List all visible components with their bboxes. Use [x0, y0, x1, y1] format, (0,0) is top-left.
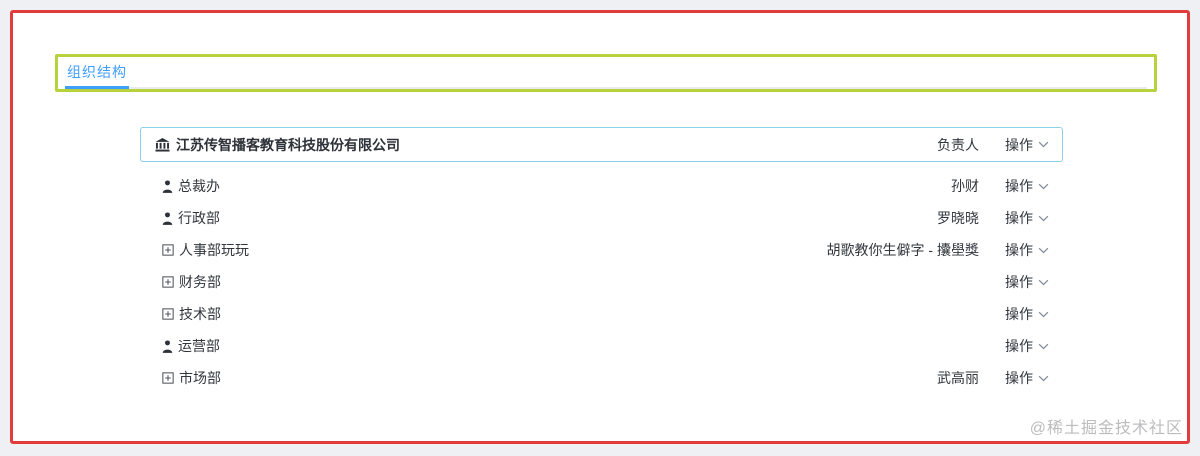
department-row: 市场部 武高丽 操作: [140, 362, 1063, 394]
bank-icon: [155, 137, 170, 152]
department-row: 总裁办 孙财 操作: [140, 170, 1063, 202]
company-row: 江苏传智播客教育科技股份有限公司 负责人 操作: [140, 127, 1063, 162]
department-name: 财务部: [179, 274, 221, 290]
tab-org-structure[interactable]: 组织结构: [65, 59, 129, 89]
company-node[interactable]: 江苏传智播客教育科技股份有限公司: [155, 135, 759, 155]
actions-dropdown[interactable]: 操作: [1005, 336, 1051, 356]
department-row: 运营部 操作: [140, 330, 1063, 362]
department-row: 人事部玩玩 胡歌教你生僻字 - 攮壆獎 操作: [140, 234, 1063, 266]
manager-name: 胡歌教你生僻字 - 攮壆獎: [826, 242, 979, 258]
chevron-down-icon: [1038, 215, 1049, 222]
plus-square-icon: [162, 276, 174, 288]
manager-column-header: 负责人: [937, 136, 979, 153]
plus-square-icon: [162, 372, 174, 384]
department-name: 市场部: [179, 370, 221, 386]
manager-name: 武高丽: [937, 370, 979, 386]
tab-bar: 组织结构: [65, 59, 1147, 89]
actions-label: 操作: [1005, 338, 1033, 354]
actions-dropdown[interactable]: 操作: [1005, 208, 1051, 228]
chevron-down-icon: [1038, 375, 1049, 382]
annotation-red-frame: 组织结构 江苏传智播客教育科技股份有限公司 负责人 操作 总裁办 孙财 操作: [10, 10, 1190, 444]
manager-name: 罗晓晓: [937, 210, 979, 226]
department-name: 人事部玩玩: [179, 242, 249, 258]
actions-dropdown[interactable]: 操作: [1005, 240, 1051, 260]
department-name: 技术部: [179, 306, 221, 322]
actions-dropdown[interactable]: 操作: [1005, 272, 1051, 292]
user-icon: [162, 339, 173, 353]
company-name: 江苏传智播客教育科技股份有限公司: [176, 136, 400, 153]
department-row: 行政部 罗晓晓 操作: [140, 202, 1063, 234]
actions-label: 操作: [1005, 274, 1033, 290]
manager-name: 孙财: [951, 178, 979, 194]
department-node[interactable]: 总裁办: [162, 176, 759, 196]
company-actions-dropdown[interactable]: 操作: [1005, 135, 1051, 155]
department-name: 行政部: [178, 210, 220, 226]
actions-label: 操作: [1005, 178, 1033, 194]
actions-label: 操作: [1005, 210, 1033, 226]
department-row: 技术部 操作: [140, 298, 1063, 330]
org-tree: 江苏传智播客教育科技股份有限公司 负责人 操作 总裁办 孙财 操作 行政部 罗晓…: [140, 127, 1063, 394]
actions-dropdown[interactable]: 操作: [1005, 368, 1051, 388]
plus-square-icon: [162, 244, 174, 256]
department-row: 财务部 操作: [140, 266, 1063, 298]
department-node[interactable]: 财务部: [162, 272, 759, 292]
user-icon: [162, 211, 173, 225]
chevron-down-icon: [1038, 247, 1049, 254]
chevron-down-icon: [1038, 311, 1049, 318]
chevron-down-icon: [1038, 343, 1049, 350]
actions-dropdown[interactable]: 操作: [1005, 176, 1051, 196]
actions-label: 操作: [1005, 242, 1033, 258]
watermark: @稀土掘金技术社区: [1029, 420, 1183, 437]
actions-label: 操作: [1005, 306, 1033, 322]
annotation-green-frame: 组织结构: [55, 54, 1157, 92]
user-icon: [162, 179, 173, 193]
department-node[interactable]: 运营部: [162, 336, 759, 356]
plus-square-icon: [162, 308, 174, 320]
chevron-down-icon: [1038, 183, 1049, 190]
department-node[interactable]: 行政部: [162, 208, 759, 228]
department-name: 总裁办: [178, 178, 220, 194]
department-name: 运营部: [178, 338, 220, 354]
department-node[interactable]: 人事部玩玩: [162, 240, 759, 260]
chevron-down-icon: [1038, 279, 1049, 286]
chevron-down-icon: [1038, 141, 1049, 148]
tab-label: 组织结构: [67, 64, 127, 80]
actions-dropdown[interactable]: 操作: [1005, 304, 1051, 324]
actions-label: 操作: [1005, 370, 1033, 386]
active-tab-indicator: [65, 86, 129, 89]
department-node[interactable]: 市场部: [162, 368, 759, 388]
department-list: 总裁办 孙财 操作 行政部 罗晓晓 操作 人事部玩玩 胡歌教你生僻字 - 攮壆獎…: [140, 170, 1063, 394]
actions-label: 操作: [1005, 136, 1033, 153]
department-node[interactable]: 技术部: [162, 304, 759, 324]
